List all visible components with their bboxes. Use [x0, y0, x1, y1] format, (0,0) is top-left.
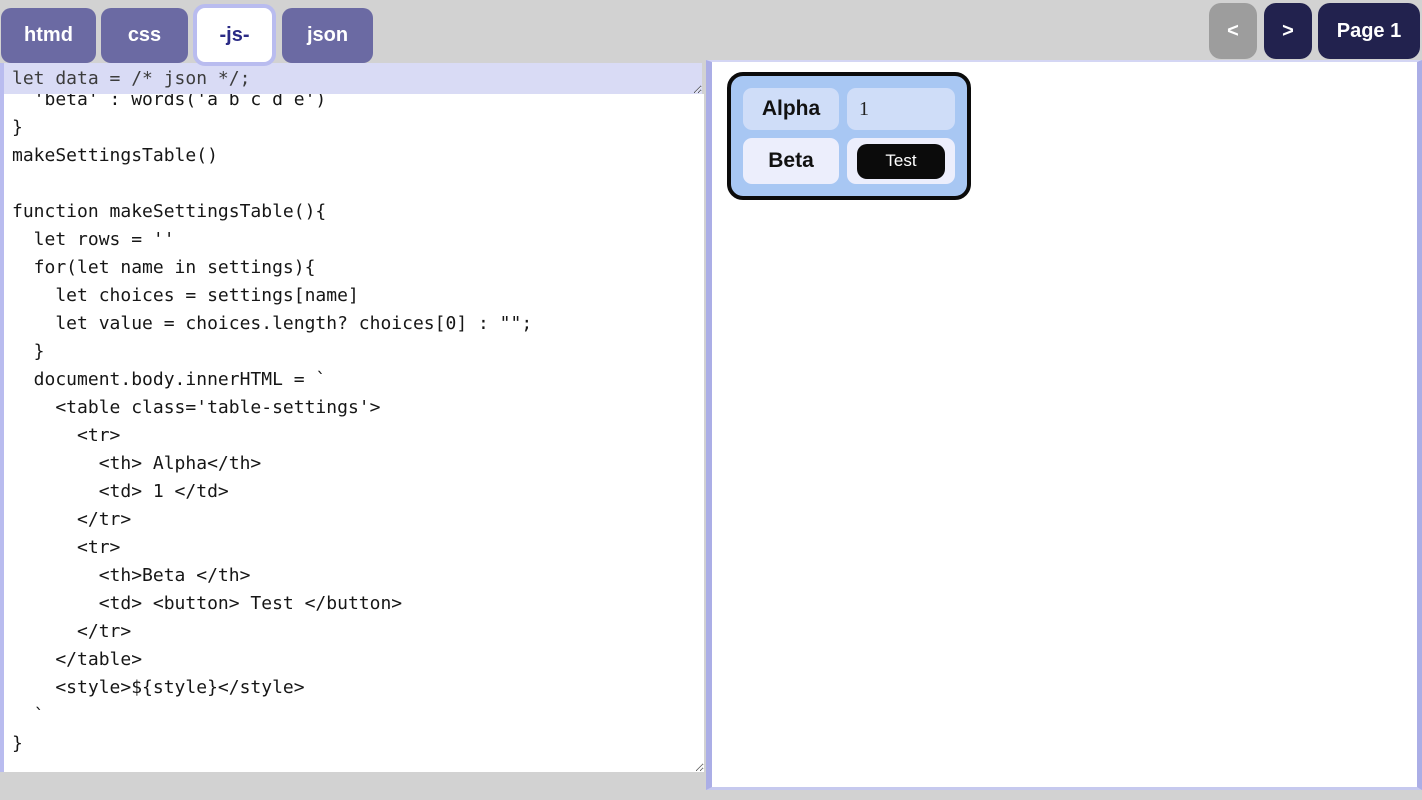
preview-settings-table: Alpha 1 Beta Test	[727, 72, 971, 200]
tab-css[interactable]: css	[101, 8, 188, 63]
settings-row-value-alpha: 1	[847, 88, 955, 130]
tab-js[interactable]: -js-	[193, 4, 276, 66]
pinned-line-editor[interactable]: let data = /* json */;	[4, 63, 702, 94]
js-code-editor[interactable]: 'beta' : words('a b c d e') } makeSettin…	[4, 94, 704, 772]
tab-json[interactable]: json	[282, 8, 373, 63]
test-button[interactable]: Test	[857, 143, 945, 179]
tab-htmd[interactable]: htmd	[1, 8, 96, 63]
settings-row-header-beta: Beta	[743, 138, 839, 184]
settings-row-value-beta: Test	[847, 138, 955, 184]
prev-page-button[interactable]: <	[1209, 3, 1257, 59]
page-indicator-button[interactable]: Page 1	[1318, 3, 1420, 59]
settings-row-header-alpha: Alpha	[743, 88, 839, 130]
preview-panel: Alpha 1 Beta Test	[706, 60, 1422, 790]
editor-left-divider	[0, 63, 4, 772]
next-page-button[interactable]: >	[1264, 3, 1312, 59]
